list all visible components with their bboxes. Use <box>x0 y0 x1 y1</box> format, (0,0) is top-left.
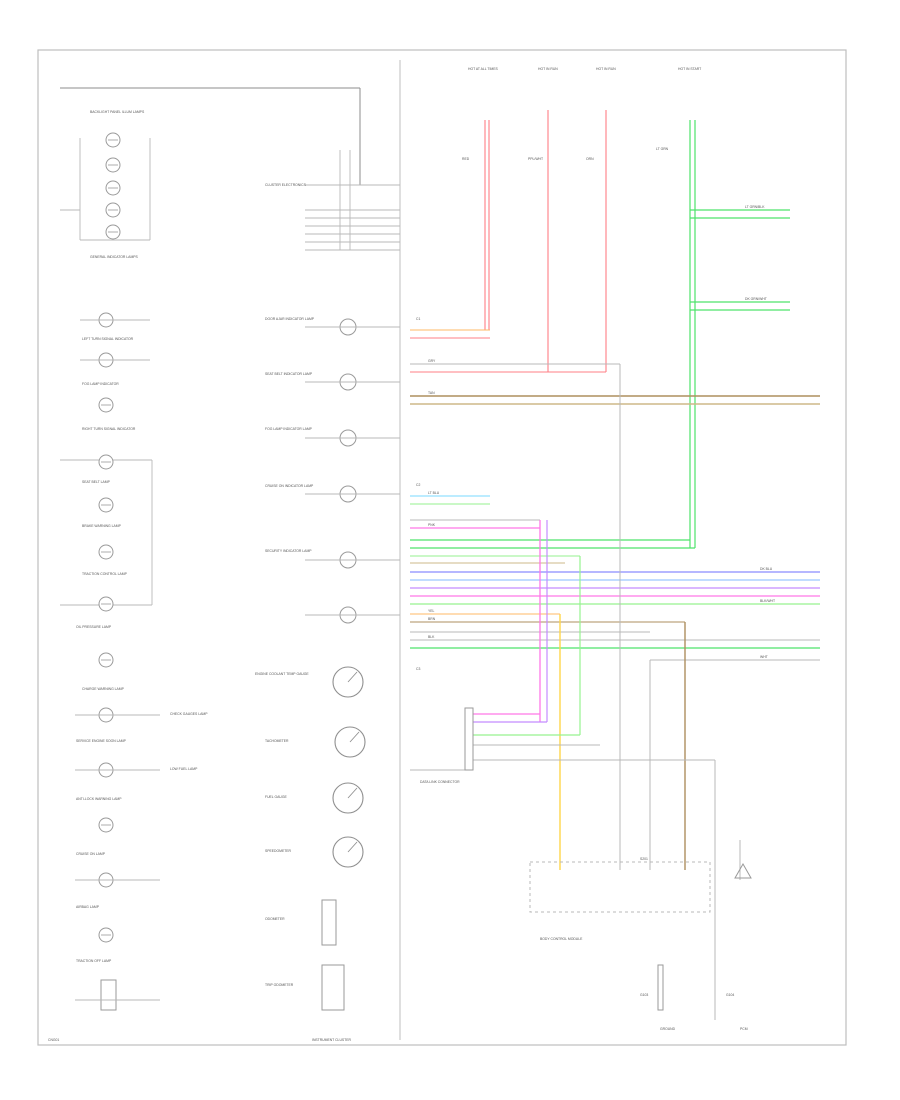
label-tachometer: TACHOMETER <box>265 739 289 743</box>
right-wiring-area <box>410 110 820 1020</box>
label-hot-in-start: HOT IN START <box>678 67 701 71</box>
connector-label-6: S201 <box>640 857 648 861</box>
label-ground: GROUND <box>660 1027 676 1031</box>
label-hot-in-run-1: HOT IN RUN <box>538 67 558 71</box>
label-door-ajar: DOOR AJAR INDICATOR LAMP <box>265 317 315 321</box>
label-fog-indicator: FOG LAMP INDICATOR LAMP <box>265 427 313 431</box>
odometer-display <box>321 899 337 946</box>
label-cruise-indicator: CRUISE ON INDICATOR LAMP <box>265 484 314 488</box>
wire-label-16: LT BLU <box>428 491 440 495</box>
label-traction-control: TRACTION CONTROL LAMP <box>82 572 128 576</box>
speedometer-gauge <box>332 836 364 868</box>
label-fuel-gauge: FUEL GAUGE <box>265 795 287 799</box>
page-label: CNG01 <box>48 1038 59 1042</box>
label-hot-at-all-times: HOT AT ALL TIMES <box>468 67 499 71</box>
connector-labels: C1 C2 C3 G103 G104 S201 <box>416 317 734 997</box>
label-charge-warning: CHARGE WARNING LAMP <box>82 687 125 691</box>
label-speedometer: SPEEDOMETER <box>265 849 292 853</box>
label-general-indicators: GENERAL INDICATOR LAMPS <box>90 255 139 259</box>
label-backlight: BACKLIGHT PANEL ILLUM LAMPS <box>90 110 145 114</box>
label-hot-in-run-2: HOT IN RUN <box>596 67 616 71</box>
tachometer-gauge <box>334 726 366 758</box>
wire-label-14: BLK/WHT <box>760 599 775 603</box>
connector-label-5: G104 <box>726 993 734 997</box>
label-left-turn: LEFT TURN SIGNAL INDICATOR <box>82 337 134 341</box>
wire-label-1: RED <box>462 157 470 161</box>
label-airbag: AIRBAG LAMP <box>76 905 100 909</box>
label-brake-warning: BRAKE WARNING LAMP <box>82 524 122 528</box>
label-oil-pressure: OIL PRESSURE LAMP <box>76 625 112 629</box>
connector-label-2: C2 <box>416 483 420 487</box>
data-link-connector <box>464 707 474 771</box>
wire-label-4: LT GRN <box>656 147 669 151</box>
wire-label-2: PPL/WHT <box>528 157 543 161</box>
connector-label-1: C1 <box>416 317 420 321</box>
label-check-gauges: CHECK GAUGES LAMP <box>170 712 208 716</box>
label-service-engine: SERVICE ENGINE SOON LAMP <box>76 739 127 743</box>
label-traction-off: TRACTION OFF LAMP <box>76 959 112 963</box>
wire-label-13: DK BLU <box>760 567 773 571</box>
wire-label-7: GRY <box>428 359 436 363</box>
label-data-link: DATA LINK CONNECTOR <box>420 780 460 784</box>
wire-label-6: DK GRN/WHT <box>745 297 767 301</box>
wire-color-labels: RED PPL/WHT ORN LT GRN LT GRN/BLK DK GRN… <box>428 147 775 659</box>
wire-label-11: BRN <box>428 617 436 621</box>
connector-label-3: C3 <box>416 667 420 671</box>
wire-label-8: TAN <box>428 391 435 395</box>
coolant-temp-gauge <box>332 666 364 698</box>
label-coolant-gauge: ENGINE COOLANT TEMP GAUGE <box>255 672 309 676</box>
label-security-indicator: SECURITY INDICATOR LAMP <box>265 549 312 553</box>
label-pcm: PCM <box>740 1027 748 1031</box>
fuse-block <box>657 964 664 1011</box>
wire-label-3: ORN <box>586 157 594 161</box>
trip-odometer-display <box>321 964 345 1011</box>
right-labels: HOT AT ALL TIMES HOT IN RUN HOT IN RUN H… <box>420 67 748 1031</box>
middle-component-column: CLUSTER ELECTRONICS DOOR AJAR INDICATOR … <box>255 150 400 1011</box>
fuel-gauge <box>332 782 364 814</box>
label-cluster-electronics: CLUSTER ELECTRONICS <box>265 183 307 187</box>
wire-label-10: YEL <box>428 609 435 613</box>
label-anti-lock: ANTI-LOCK WARNING LAMP <box>76 797 122 801</box>
connector-label-4: G103 <box>640 993 648 997</box>
label-body-control: BODY CONTROL MODULE <box>540 937 583 941</box>
label-seat-belt-indicator: SEAT BELT INDICATOR LAMP <box>265 372 313 376</box>
label-low-fuel: LOW FUEL LAMP <box>170 767 198 771</box>
label-fog-lamp: FOG LAMP INDICATOR <box>82 382 119 386</box>
body-control-module <box>529 861 711 913</box>
wire-label-5: LT GRN/BLK <box>745 205 765 209</box>
wire-label-12: BLK <box>428 635 435 639</box>
label-odometer: ODOMETER <box>265 917 285 921</box>
wire-label-15: WHT <box>760 655 768 659</box>
label-seat-belt: SEAT BELT LAMP <box>82 480 111 484</box>
label-trip-odometer: TRIP ODOMETER <box>265 983 294 987</box>
label-right-turn: RIGHT TURN SIGNAL INDICATOR <box>82 427 136 431</box>
diagram-frame <box>37 49 847 1046</box>
label-cruise-on: CRUISE ON LAMP <box>76 852 106 856</box>
sensor-switch <box>734 862 752 879</box>
wire-label-9: PNK <box>428 523 436 527</box>
footer-title: INSTRUMENT CLUSTER <box>312 1038 351 1042</box>
left-lamp-column: BACKLIGHT PANEL ILLUM LAMPS GENERAL INDI… <box>60 87 361 1011</box>
